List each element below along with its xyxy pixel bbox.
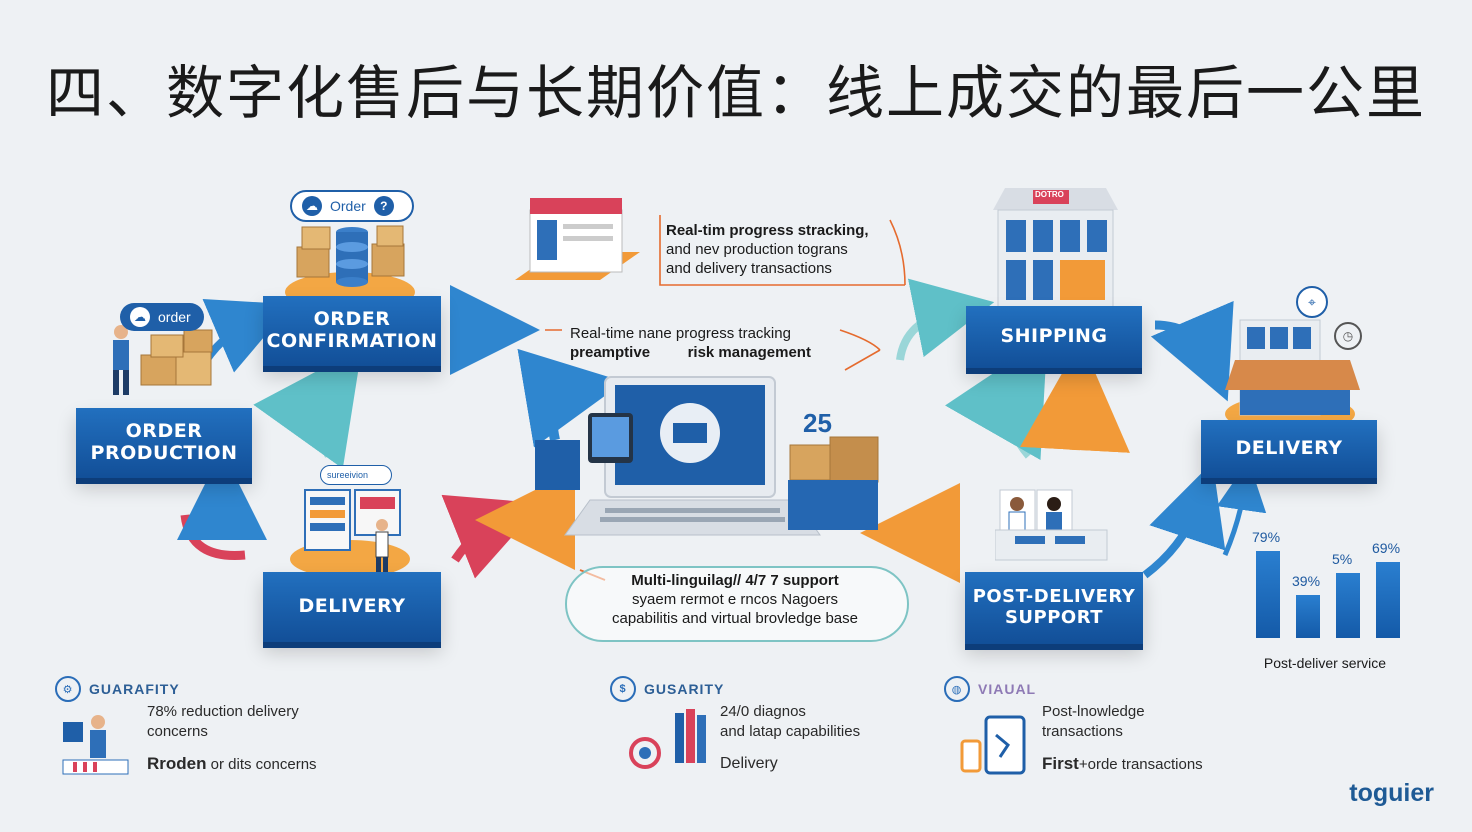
stage-delivery-right[interactable]: DELIVERY [1201,420,1377,478]
feature-line-2: transactions [1042,723,1123,741]
arrow-support-to-shipping-teal [944,337,1048,461]
order-pill-label: order [158,309,191,325]
order-pill-top[interactable]: ☁ Order ? [290,190,414,222]
feature-line-1: Post-lnowledge [1042,703,1145,720]
gear-icon: ⚙ [55,676,81,702]
arrow-red-loop-left [180,514,246,560]
chart-data-label: 39% [1292,573,1321,590]
feature-head-label: GUARAFITY [89,681,180,697]
note-bottom-line-2: syaem rermot e rncos Nagoers [632,590,838,608]
feature-line-3-bold: First [1042,753,1079,773]
note-top-line-1: Real-tim progress stracking, [666,222,869,239]
feature-head: ⚙ GUARAFITY [55,676,180,702]
globe-icon: ◍ [944,676,970,702]
feature-text: Post-lnowledge transactions First+orde t… [1042,702,1203,775]
tablet-phone-icon [960,715,1026,775]
arrow-red-to-laptop [441,494,542,579]
boxes-and-database-icon [296,225,405,287]
question-icon: ? [373,196,394,216]
arrow-support-to-delivery [1142,462,1226,579]
presenter-with-screens-icon [304,489,401,572]
note-scribble-mid [545,329,881,371]
stage-order-confirmation[interactable]: ORDER CONFIRMATION [263,296,441,366]
feature-text: 78% reduction delivery concerns Rroden o… [147,702,317,775]
chart-bar [1296,595,1320,638]
note-middle: Real-time nane progress tracking preampt… [570,325,860,363]
laptop-dashboard-icon [535,376,879,536]
arrow-delivery-to-confirm [253,347,362,469]
note-middle-line-2b: risk management [687,343,811,361]
stage-label: DELIVERY [298,595,406,618]
feature-line-2: concerns [147,723,208,741]
shop-sign: DOTRO [1035,190,1064,199]
chart-bar [1376,562,1400,638]
note-bottom-line-3: capabilitis and virtual brovledge base [612,609,858,627]
chart-data-label: 5% [1332,551,1353,568]
delivery-small-pill-label: sureeivion [327,470,369,480]
note-middle-line-1: Real-time nane progress tracking [570,325,791,342]
support-agents-icon [995,489,1108,561]
stage-post-delivery-support[interactable]: POST-DELIVERY SUPPORT [965,572,1143,644]
order-pill-left[interactable]: ☁ order [120,303,204,331]
arrow-shipping-to-delivery [1150,300,1234,402]
note-top-line-3: and delivery transactions [666,259,832,277]
chart-xlabel: Post-deliver service [1263,655,1387,671]
stage-label: ORDER PRODUCTION [90,420,238,464]
note-middle-line-2a: preamptive [570,343,651,361]
arrow-support-to-shipping-orange [1020,340,1130,453]
worker-with-boxes-icon [113,325,213,395]
storefront-icon [1225,319,1360,416]
stage-label: POST-DELIVERY SUPPORT [972,586,1136,628]
feature-head-label: GUSARITY [644,681,725,697]
chart-data-label: 69% [1372,540,1401,557]
feature-line-3-bold: Rroden [147,753,207,773]
feature-line-1: 78% reduction delivery [147,703,299,720]
feature-line-2: and latap capabilities [720,723,861,741]
note-bottom: Multi-linguilag// 4/7 7 support syaem re… [585,572,885,628]
arrow-chart-up [1216,460,1267,556]
shipping-building-icon [993,188,1118,309]
feature-head: ◍ VIAUAL [944,676,1036,702]
arrow-laptop-loop [517,348,625,448]
dollar-icon: $ [610,676,636,702]
note-bottom-bubble [565,566,909,642]
feature-text: 24/0 diagnos and latap capabilities Deli… [720,702,860,774]
stage-label: ORDER CONFIRMATION [266,308,438,352]
page-title: 四、数字化售后与长期价值：线上成交的最后一公里 [45,59,1426,127]
chart-data-label: 79% [1252,529,1281,546]
worker-checklist-icon [62,715,129,775]
brand-logo: toguier [1349,779,1434,807]
stage-label: DELIVERY [1235,437,1343,460]
feature-line-3: +orde transactions [1078,755,1203,773]
feature-head-label: VIAUAL [978,681,1037,697]
note-top-line-2: and nev production tograns [666,240,848,258]
cloud-icon: ☁ [302,196,322,216]
stage-shipping[interactable]: SHIPPING [966,306,1142,368]
books-and-globe-icon [629,709,706,769]
stage-label: SHIPPING [1000,325,1108,348]
clock-icon: ◷ [1334,322,1362,350]
feature-line-3: or dits concerns [206,755,317,773]
folder-document-icon [515,198,640,280]
order-pill-label: Order [330,198,366,214]
location-pin-icon: ⌖ [1296,286,1328,318]
arrow-note-to-shipping [896,278,995,361]
feature-line-3: Delivery [720,754,778,772]
note-top: Real-tim progress stracking, and nev pro… [666,222,906,278]
feature-head: $ GUSARITY [610,676,724,702]
note-bottom-line-1: Multi-linguilag// 4/7 7 support [631,572,839,589]
stage-delivery-left[interactable]: DELIVERY [263,572,441,642]
number-badge: 25 [803,408,832,438]
note-scribble-top [659,215,906,286]
chart-bar [1256,551,1280,638]
chart-bar [1336,573,1360,638]
feature-line-1: 24/0 diagnos [720,703,806,720]
cloud-icon: ☁ [130,307,150,327]
stage-order-production[interactable]: ORDER PRODUCTION [76,408,252,478]
delivery-small-pill[interactable]: sureeivion [320,465,392,485]
